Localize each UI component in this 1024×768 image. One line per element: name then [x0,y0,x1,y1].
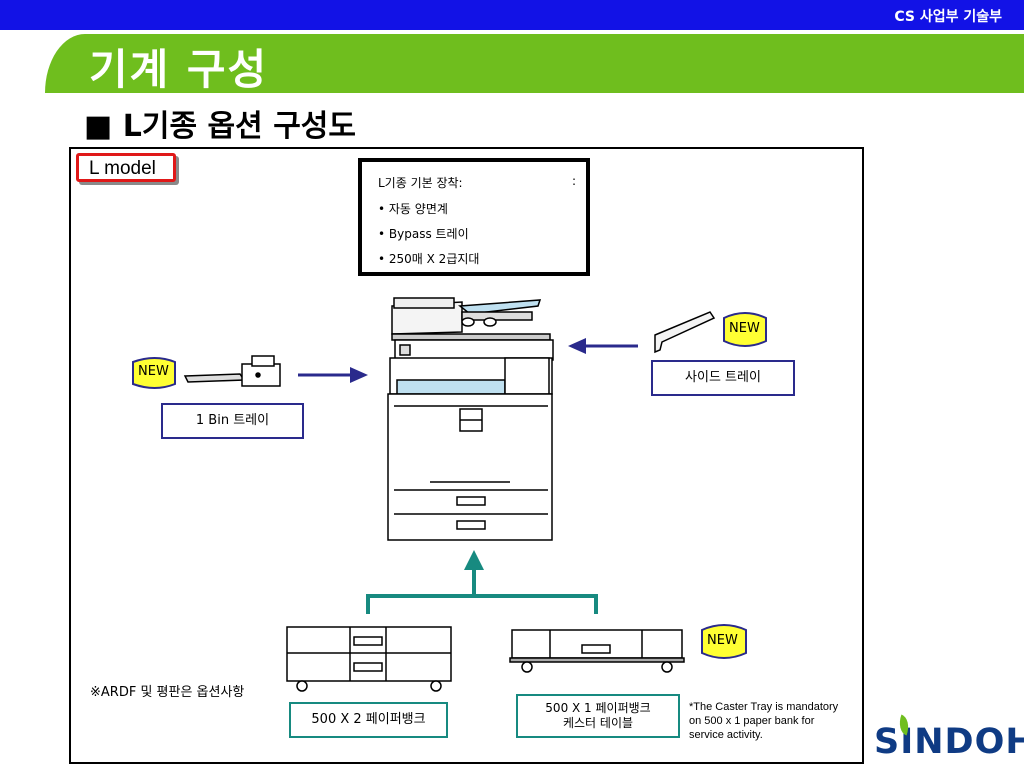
paper-bank-1-illustration [509,629,685,673]
new-badge-one-bin: NEW [138,364,169,379]
caster-note: *The Caster Tray is mandatory on 500 x 1… [689,701,839,741]
department-label: CS 사업부 기술부 [894,9,1002,25]
option-side-tray-label: 사이드 트레이 [685,370,761,385]
option-paper-bank-1-label: 500 X 1 페이퍼뱅크 [545,701,651,715]
option-side-tray: 사이드 트레이 [651,360,795,396]
page-subtitle: ■ L기종 옵션 구성도 [84,109,356,144]
sindoh-logo: SINDOH [874,714,1024,762]
new-badge-shape-side-tray [723,312,767,347]
model-label-text: L model [89,158,156,179]
option-one-bin-tray: 1 Bin 트레이 [161,403,304,439]
standard-equipment-item: • 자동 양면계 [378,202,448,216]
standard-equipment-heading: L기종 기본 장착: [378,176,463,190]
logo-text: SINDOH [874,722,1024,762]
side-tray-illustration [654,311,716,354]
arrow-paper-banks [366,550,598,614]
ardf-note: ※ARDF 및 평판은 옵션사항 [90,685,245,700]
standard-equipment-item: • 250매 X 2급지대 [378,252,480,266]
copier-illustration [387,297,554,541]
title-bar: 기계 구성 [45,34,1024,94]
standard-equipment-colon: : [572,174,577,188]
option-paper-bank-2: 500 X 2 페이퍼뱅크 [289,702,448,738]
page-title: 기계 구성 [89,45,269,94]
new-badge-paper-bank: NEW [707,633,738,648]
model-label: L model [76,153,176,182]
new-badge-shape-paper-bank [701,624,747,659]
one-bin-tray-illustration [183,355,281,387]
option-paper-bank-1: 500 X 1 페이퍼뱅크 케스터 테이블 [516,694,680,738]
new-badge-shape-one-bin [132,357,176,389]
top-bar: CS 사업부 기술부 [0,0,1024,30]
option-paper-bank-2-label: 500 X 2 페이퍼뱅크 [311,712,426,727]
paper-bank-2-illustration [286,626,452,692]
arrow-side-tray [568,338,638,354]
diagram-frame [69,147,864,764]
option-one-bin-tray-label: 1 Bin 트레이 [195,413,270,428]
standard-equipment-item: • Bypass 트레이 [378,227,469,241]
arrow-one-bin [298,367,368,383]
new-badge-side-tray: NEW [729,321,760,336]
option-paper-bank-1-sublabel: 케스터 테이블 [562,716,634,730]
standard-equipment-box: L기종 기본 장착: : • 자동 양면계 • Bypass 트레이 • 250… [358,158,590,276]
